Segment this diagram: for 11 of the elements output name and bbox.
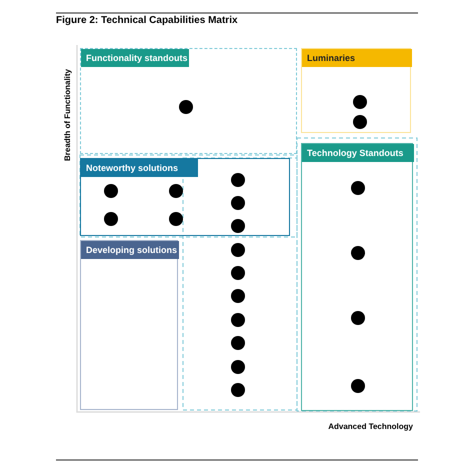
axis-label: Breadth of Functionality [63,68,72,163]
figure-title: Figure 2: Technical Capabilities Matrix [56,15,238,26]
axis-label: Advanced Technology [328,422,413,431]
quadrant-heading: Luminaries [302,49,412,67]
quadrant-heading: Technology Standouts [302,144,414,162]
quadrant-heading: Developing solutions [81,241,179,259]
quadrant-heading: Noteworthy solutions [81,159,198,177]
quadrant-heading: Functionality standouts [81,49,189,67]
quadrant-box [80,240,178,410]
quadrant-box [301,48,411,133]
quadrant-box [80,48,297,154]
